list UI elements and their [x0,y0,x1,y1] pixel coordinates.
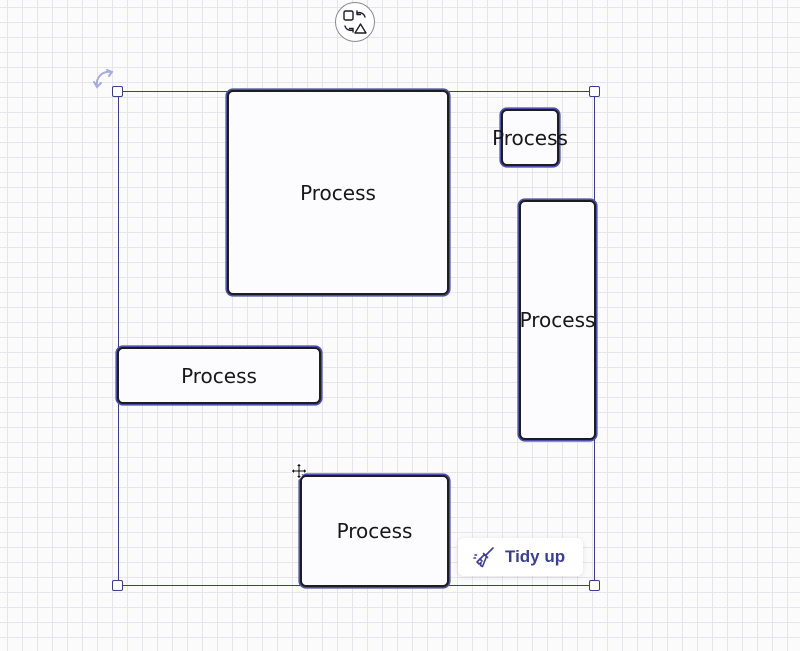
process-node-label: Process [492,125,568,150]
resize-handle-top-left[interactable] [112,86,123,97]
broom-icon [473,547,494,568]
process-node[interactable]: Process [227,90,449,295]
process-node[interactable]: Process [492,109,568,166]
process-node-label: Process [300,180,376,205]
process-node-label: Process [519,308,596,332]
rotate-handle[interactable] [92,66,118,92]
shape-switcher-button[interactable] [335,2,375,42]
process-node[interactable]: Process [117,347,321,404]
resize-handle-top-right[interactable] [589,86,600,97]
process-node-label: Process [336,519,413,543]
tidy-up-button[interactable]: Tidy up [458,538,583,576]
process-node[interactable]: Process [519,200,596,440]
shapes-swap-icon [343,10,367,34]
process-node-label: Process [181,363,257,388]
resize-handle-bottom-right[interactable] [589,580,600,591]
rotate-icon [93,69,114,89]
tidy-up-label: Tidy up [505,547,566,566]
process-node[interactable]: Process [300,475,449,587]
resize-handle-bottom-left[interactable] [112,580,123,591]
move-cursor-icon [290,462,308,480]
